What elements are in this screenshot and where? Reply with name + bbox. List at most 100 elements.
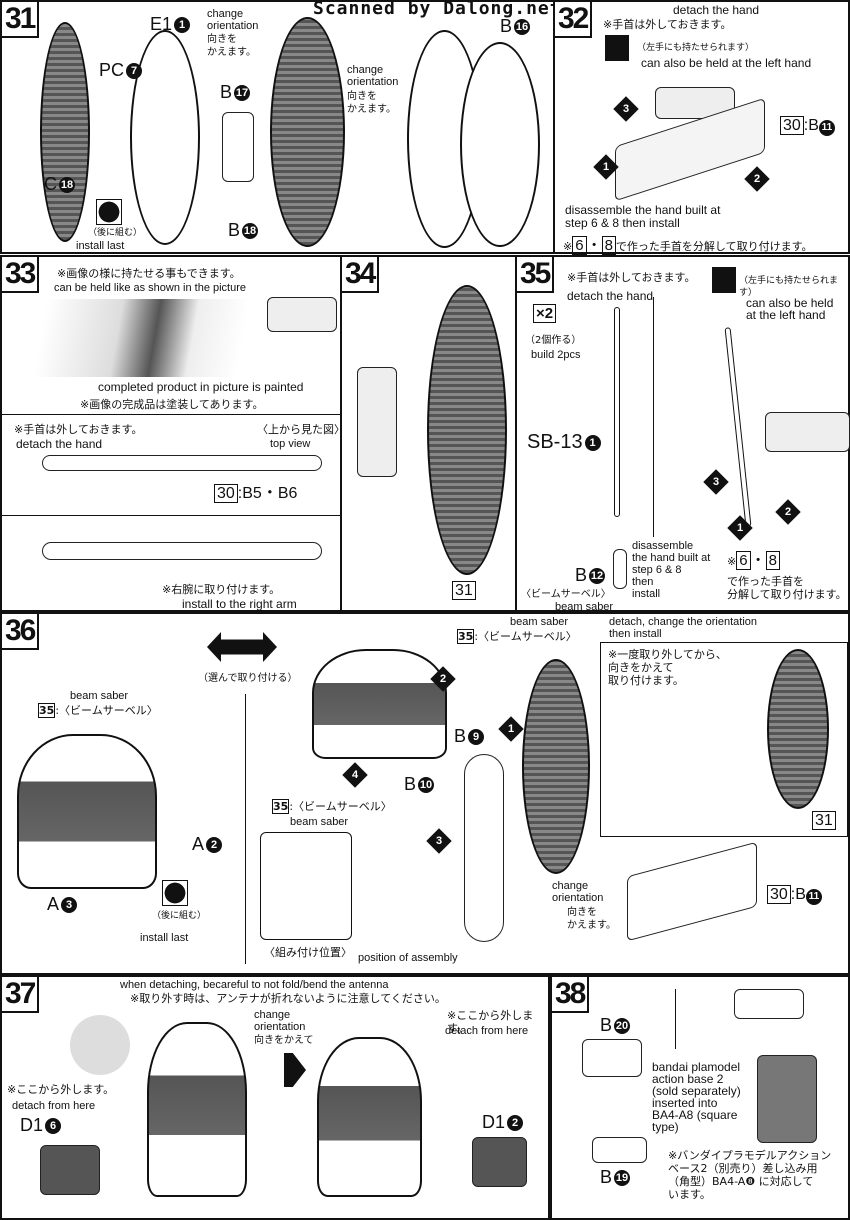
beam-saber-en: beam saber — [290, 816, 349, 828]
detach-note-jp: ※手首は外しておきます。 — [567, 271, 696, 284]
install-last-en: install last — [140, 932, 189, 944]
rifle-top-shape — [267, 297, 337, 332]
disassemble-note-jp-text: で作った手首を 分解して取り付けます。 — [727, 575, 847, 601]
sequence-step-icon: 1 — [727, 515, 753, 541]
top-view-jp: 〈上から見た図〉 — [257, 423, 345, 436]
sequence-step-icon: 3 — [703, 469, 729, 495]
beam-saber-ref: 35:〈ビームサーベル〉 — [272, 799, 392, 814]
warning-note-jp: ※取り外す時は、アンテナが折れないように注意してください。 — [130, 992, 446, 1005]
orientation-note-en: change orientation — [207, 8, 259, 32]
sequence-step-icon: 1 — [498, 716, 524, 742]
orientation-note-jp: 向きを かえます。 — [207, 34, 256, 58]
position-note-jp: 〈組み付け位置〉 — [264, 946, 352, 959]
beam-saber-en: beam saber — [555, 601, 614, 613]
orientation-note-en: change orientation — [254, 1009, 306, 1033]
build-quantity-en: build 2pcs — [531, 349, 581, 361]
sub-step-note-jp: ※一度取り外してから、 向きをかえて 取り付けます。 — [608, 648, 727, 687]
sequence-step-icon: 1 — [593, 154, 619, 180]
step-number: 31 — [0, 0, 40, 38]
left-hand-note-jp: （左手にも持たせられます） — [637, 43, 755, 53]
sequence-step-icon: 2 — [775, 499, 801, 525]
step-35-panel: 35 ※手首は外しておきます。 detach the hand （左手にも持たせ… — [515, 255, 850, 613]
right-arm-note-en: install to the right arm — [182, 597, 297, 611]
gundam-torso — [147, 1022, 247, 1197]
step-number: 35 — [515, 255, 555, 293]
step-33-panel: 33 ※画像の様に持たせる事もできます。 can be held like as… — [0, 255, 345, 612]
adapter-part-b19 — [592, 1137, 647, 1163]
hold-note-jp: ※画像の様に持たせる事もできます。 — [57, 267, 241, 280]
step-number: 37 — [0, 975, 40, 1013]
saber-hilt-shape — [613, 549, 627, 589]
orientation-note-en: change orientation — [552, 880, 604, 904]
step-number: 36 — [0, 612, 40, 650]
build-quantity-jp: （2個作る） — [525, 335, 582, 346]
gundam-torso-center — [312, 649, 447, 759]
top-view-en: top view — [270, 438, 311, 450]
install-last-jp: （後に組む） — [88, 228, 143, 238]
left-hand-note-en: can also be held at the left hand — [641, 56, 812, 70]
detach-here-en: detach from here — [12, 1100, 96, 1112]
install-last-icon — [162, 880, 188, 906]
sequence-step-icon: 2 — [430, 666, 456, 692]
arrow-right-icon — [284, 1053, 306, 1087]
left-hand-note-en: can also be held at the left hand — [746, 296, 834, 322]
beam-saber-ref: 35:〈ビームサーベル〉 — [38, 703, 158, 718]
adapter-part-b20 — [582, 1039, 642, 1077]
step-number: 38 — [550, 975, 590, 1013]
beam-saber-blade — [724, 327, 752, 527]
detach-note-en: detach the hand — [673, 3, 760, 17]
hand-part-shape — [765, 412, 850, 452]
shield-clear-part — [460, 42, 540, 247]
action-base-part-shape — [757, 1055, 817, 1143]
part-b17-shape — [222, 112, 254, 182]
gundam-torso-left — [17, 734, 157, 889]
step-reference: 31 — [812, 811, 836, 830]
detach-note-jp: ※手首は外しておきます。 — [603, 18, 732, 31]
detach-here-en: detach from here — [445, 1025, 529, 1037]
watermark: Scanned by Dalong.net — [313, 0, 562, 19]
sequence-step-icon: 3 — [426, 828, 452, 854]
painted-note-en: completed product in picture is painted — [98, 380, 304, 394]
beam-saber-en: beam saber — [510, 616, 569, 628]
shield-frame-part — [270, 17, 345, 247]
step-37-panel: 37 when detaching, becareful to not fold… — [0, 975, 550, 1220]
right-arm-note-jp: ※右腕に取り付けます。 — [162, 583, 281, 596]
sub-step-note-en: detach, change the orientation then inst… — [609, 616, 758, 640]
rifle-vertical-shape — [464, 754, 504, 942]
build-quantity-badge: ×2 — [533, 304, 557, 323]
orientation-note-jp: 向きを かえます。 — [347, 91, 396, 115]
beam-saber-jp: 〈ビームサーベル〉 — [521, 589, 611, 600]
detach-here-jp: ※ここから外します。 — [7, 1083, 115, 1096]
disassemble-note-en: disassemble the hand built at step 6 & 8… — [565, 203, 721, 230]
detach-note-en: detach the hand — [16, 437, 103, 451]
beam-saber-en: beam saber — [70, 690, 129, 702]
shield-inner-part — [40, 22, 90, 242]
backpack-part-shape — [734, 989, 804, 1019]
choose-note-jp: （選んで取り付ける） — [198, 673, 298, 684]
painted-note-jp: ※画像の完成品は塗装してあります。 — [80, 398, 264, 411]
parts-reference: 30:B5・B6 — [214, 479, 297, 503]
install-last-en: install last — [76, 240, 125, 252]
sequence-step-icon: 3 — [613, 96, 639, 122]
step-number: 34 — [340, 255, 380, 293]
head-part-shape — [40, 1145, 100, 1195]
back-part-shape — [472, 1137, 527, 1187]
sequence-step-icon: 4 — [342, 762, 368, 788]
rifle-top-view — [42, 542, 322, 560]
install-last-icon — [96, 199, 122, 225]
shield-part — [130, 30, 200, 245]
hold-note-en: can be held like as shown in the picture — [54, 282, 247, 294]
